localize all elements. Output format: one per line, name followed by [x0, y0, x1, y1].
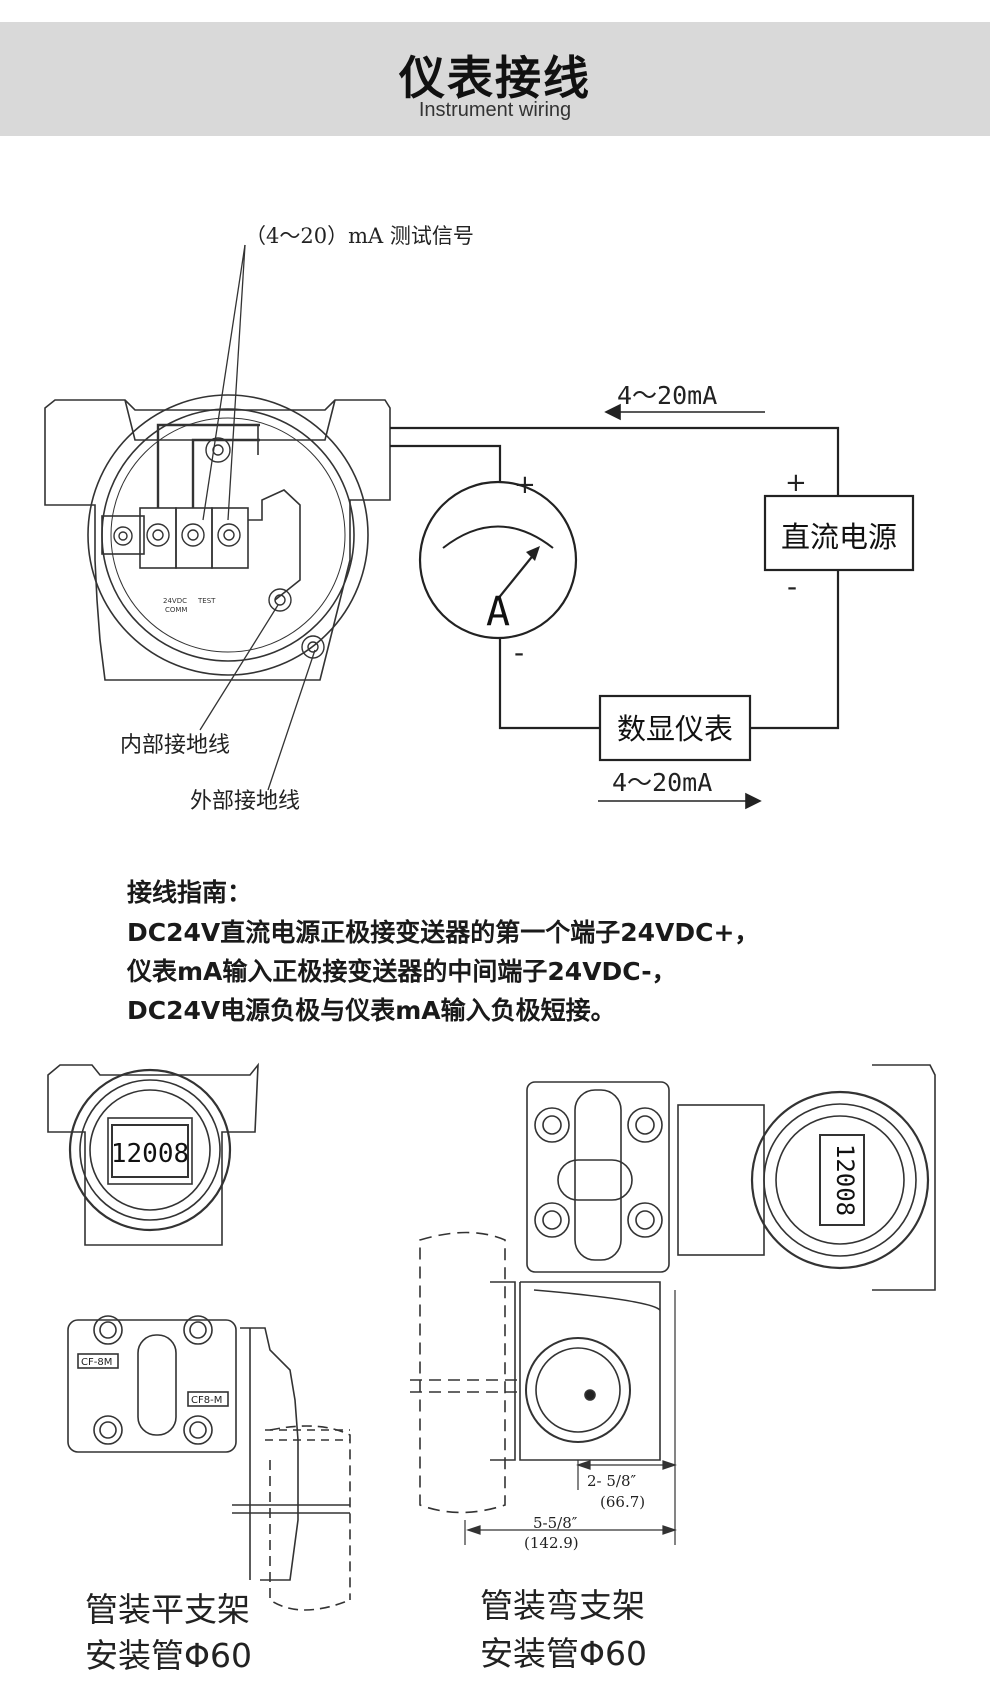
terminal-label-comm: COMM [165, 606, 187, 614]
dimension-2-inch: 5-5/8″ [533, 1514, 578, 1532]
terminal-label-test: TEST [197, 597, 216, 605]
ammeter-label: A [486, 589, 510, 635]
dimension-2-mm: (142.9) [524, 1534, 579, 1552]
left-caption-1: 管装平支架 [85, 1590, 250, 1629]
right-lcd-readout: 12008 [831, 1144, 859, 1216]
ammeter: A [418, 480, 578, 640]
wiring-diagram: 24VDC COMM TEST （4～20）mA 测试信号 内部接地线 外部接地… [44, 224, 915, 814]
right-caption-2: 安装管Φ60 [480, 1634, 647, 1673]
ammeter-plus: + [514, 470, 536, 500]
housing-rim [87, 394, 369, 676]
power-supply-box [763, 494, 915, 572]
transmitter-housing [44, 399, 391, 681]
power-supply-label: 直流电源 [781, 520, 897, 554]
right-transmitter [410, 1064, 936, 1514]
ammeter-minus: - [514, 636, 524, 669]
header-bar [0, 22, 990, 136]
left-tag-1: CF-8M [81, 1357, 112, 1368]
power-minus: - [787, 570, 797, 603]
dimension-1-mm: (66.7) [600, 1493, 645, 1511]
right-caption-1: 管装弯支架 [480, 1586, 645, 1625]
left-transmitter [47, 1062, 351, 1611]
guide-line-3: DC24V电源负极与仪表mA输入负极短接。 [127, 996, 616, 1025]
power-plus: + [785, 468, 807, 498]
display-meter-box [598, 694, 752, 762]
left-lcd-readout: 12008 [111, 1139, 189, 1169]
external-ground-label: 外部接地线 [190, 789, 300, 814]
guide-line-1: DC24V直流电源正极接变送器的第一个端子24VDC+， [127, 918, 760, 947]
page-subtitle: Instrument wiring [418, 99, 572, 121]
current-top-label: 4～20mA [617, 381, 717, 410]
page-title: 仪表接线 [399, 51, 591, 105]
terminal-label-24vdc: 24VDC [163, 597, 187, 605]
display-meter-label: 数显仪表 [617, 712, 733, 746]
left-caption-2: 安装管Φ60 [85, 1636, 252, 1675]
guide-line-2: 仪表mA输入正极接变送器的中间端子24VDC-， [127, 957, 677, 986]
left-tag-2: CF8-M [191, 1395, 222, 1406]
internal-ground-label: 内部接地线 [120, 733, 230, 758]
current-bottom-label: 4～20mA [612, 768, 712, 797]
dimension-1-inch: 2- 5/8″ [587, 1472, 637, 1490]
test-signal-label: （4～20）mA 测试信号 [245, 224, 474, 248]
guide-heading: 接线指南： [127, 878, 253, 907]
